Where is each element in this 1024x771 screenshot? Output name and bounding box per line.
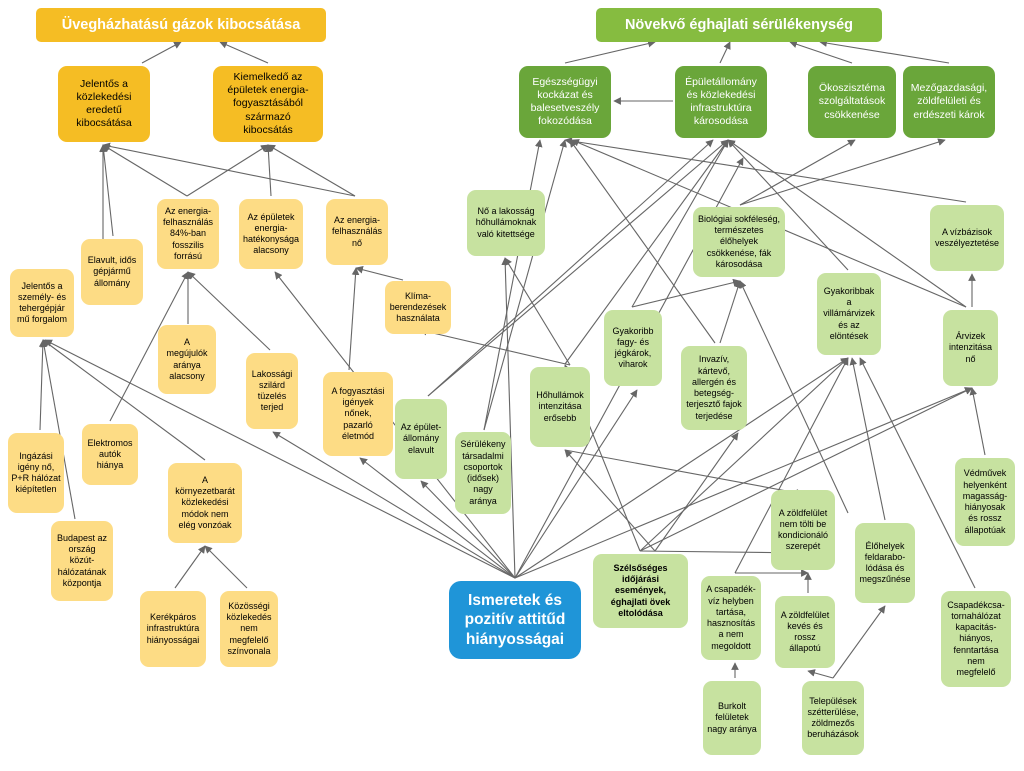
flood-defense-box: Védművek helyenként magasság- hiányosak … xyxy=(955,458,1015,546)
connection-arrow xyxy=(819,39,950,64)
connection-arrow xyxy=(272,431,516,579)
connection-arrow xyxy=(807,669,834,679)
connection-arrow xyxy=(141,41,182,64)
flash-floods-box: Gyakoribbak a villámárvizek és az elönté… xyxy=(817,273,881,355)
connection-arrow xyxy=(483,139,567,431)
connection-arrow xyxy=(427,139,714,397)
connection-arrow xyxy=(174,545,206,589)
heat-exposure-box: Nő a lakosság hőhullámoknak való kitetts… xyxy=(467,190,545,256)
connection-arrow xyxy=(504,257,571,366)
paved-surfaces-box: Burkolt felületek nagy aránya xyxy=(703,681,761,755)
connection-arrow xyxy=(109,271,189,422)
knowledge-deficit-box: Ismeretek és pozitív attitűd hiányossága… xyxy=(449,581,581,659)
connection-arrow xyxy=(355,265,404,281)
urban-sprawl-box: Települések szétterülése, zöldmezős beru… xyxy=(802,681,864,755)
heatwave-intensity-box: Hőhullámok intenzitása erősebb xyxy=(530,367,590,447)
infrastructure-damage-box: Épületállomány és közlekedési infrastruk… xyxy=(675,66,767,138)
connection-arrow xyxy=(739,280,849,514)
vulnerable-groups-box: Sérülékeny társadalmi csoportok (idősek)… xyxy=(455,432,511,514)
health-risk-box: Egészségügyi kockázat és balesetveszély … xyxy=(519,66,611,138)
connection-arrow xyxy=(564,39,656,64)
biodiversity-box: Biológiai sokféleség, természetes élőhel… xyxy=(693,207,785,277)
climate-vulnerability-box: Növekvő éghajlati sérülékenység xyxy=(596,8,882,42)
agriculture-damage-box: Mezőgazdasági, zöldfelületi és erdészeti… xyxy=(903,66,995,138)
connection-arrow xyxy=(739,139,856,206)
connection-arrow xyxy=(719,41,731,64)
connection-arrow xyxy=(564,449,804,497)
ecosystem-services-box: Ökoszisztéma szolgáltatások csökkenése xyxy=(808,66,896,138)
connection-arrow xyxy=(719,280,742,344)
connection-arrow xyxy=(969,387,986,456)
energy-use-box: Az energia- felhasználás nő xyxy=(326,199,388,265)
air-conditioning-box: Klíma- berendezések használata xyxy=(385,281,451,334)
connection-arrow xyxy=(631,278,741,308)
public-transport-box: Közösségi közlekedés nem megfelelő színv… xyxy=(220,591,278,667)
bike-infrastructure-box: Kerékpáros infrastruktúra hiányosságai xyxy=(140,591,206,667)
water-sources-box: A vízbázisok veszélyeztetése xyxy=(930,205,1004,271)
traffic-box: Jelentős a személy- és tehergépjár mű fo… xyxy=(10,269,74,337)
invasive-species-box: Invazív, kártevő, allergén és betegség- … xyxy=(681,346,747,430)
old-buildings-box: Az épület- állomány elavult xyxy=(395,399,447,479)
connection-arrow xyxy=(849,357,886,521)
budapest-box: Budapest az ország közút- hálózatának kö… xyxy=(51,521,113,601)
connection-arrow xyxy=(186,144,269,197)
consumption-box: A fogyasztási igények nőnek, pazarló éle… xyxy=(323,372,393,456)
connection-arrow xyxy=(639,357,849,552)
electric-cars-box: Elektromos autók hiánya xyxy=(82,424,138,485)
connection-arrow xyxy=(420,480,516,579)
connection-arrow xyxy=(99,144,114,237)
old-vehicles-box: Elavult, idős gépjármű állomány xyxy=(81,239,143,305)
connection-arrow xyxy=(564,449,656,552)
commuting-box: Ingázási igény nő, P+R hálózat kiépítetl… xyxy=(8,433,64,513)
connection-arrow xyxy=(514,389,638,579)
connection-arrow xyxy=(204,545,248,589)
habitat-fragmentation-box: Élőhelyek feldarabo- lódása és megszűnés… xyxy=(855,523,915,603)
transport-emissions-box: Jelentős a közlekedési eredetű kibocsátá… xyxy=(58,66,150,142)
building-efficiency-box: Az épületek energia- hatékonysága alacso… xyxy=(239,199,303,269)
fossil-energy-box: Az energia- felhasználás 84%-ban fosszil… xyxy=(157,199,219,269)
drainage-network-box: Csapadékcsa- tornahálózat kapacitás- hiá… xyxy=(941,591,1011,687)
connection-arrow xyxy=(102,142,356,197)
connection-arrow xyxy=(859,357,976,589)
connection-arrow xyxy=(727,139,967,308)
connection-arrow xyxy=(739,138,946,206)
connection-arrow xyxy=(501,257,516,579)
connection-arrow xyxy=(359,457,516,579)
green-area-state-box: A zöldfelület kevés és rossz állapotú xyxy=(775,596,835,668)
connection-arrow xyxy=(348,267,360,371)
connection-arrow xyxy=(639,387,973,552)
connection-arrow xyxy=(631,139,729,308)
connection-arrow xyxy=(219,41,269,64)
solid-fuel-box: Lakossági szilárd tüzelés terjed xyxy=(246,353,298,429)
connection-arrow xyxy=(654,432,739,552)
connection-arrow xyxy=(102,144,188,197)
rainwater-retention-box: A csapadék- víz helyben tartása, hasznos… xyxy=(701,576,761,660)
ghg-emissions-box: Üvegházhatású gázok kibocsátása xyxy=(36,8,326,42)
connection-arrow xyxy=(734,357,849,574)
green-transport-box: A környezetbarát közlekedési módok nem e… xyxy=(168,463,242,543)
connection-arrow xyxy=(832,605,886,679)
connection-arrow xyxy=(789,40,853,64)
flood-intensity-box: Árvizek intenzitása nő xyxy=(943,310,998,386)
connection-arrow xyxy=(564,137,967,203)
connection-arrow xyxy=(264,144,273,197)
connection-arrow xyxy=(419,327,571,366)
extreme-weather-box: Szélsőséges időjárási események, éghajla… xyxy=(593,554,688,628)
connection-arrow xyxy=(483,139,543,431)
connection-arrow xyxy=(564,139,729,365)
connection-arrow xyxy=(569,139,716,344)
connection-arrow xyxy=(40,339,76,520)
connection-arrow xyxy=(187,271,271,351)
connection-arrow xyxy=(42,339,206,461)
connection-arrow xyxy=(427,139,729,397)
green-cooling-box: A zöldfelület nem tölti be kondicionáló … xyxy=(771,490,835,570)
building-emissions-box: Kiemelkedő az épületek energia- fogyaszt… xyxy=(213,66,323,142)
renewables-box: A megújulók aránya alacsony xyxy=(158,325,216,394)
connection-arrow xyxy=(267,144,356,197)
frost-hail-box: Gyakoribb fagy- és jégkárok, viharok xyxy=(604,310,662,386)
connection-arrow xyxy=(38,339,47,431)
connection-arrow xyxy=(44,339,516,579)
